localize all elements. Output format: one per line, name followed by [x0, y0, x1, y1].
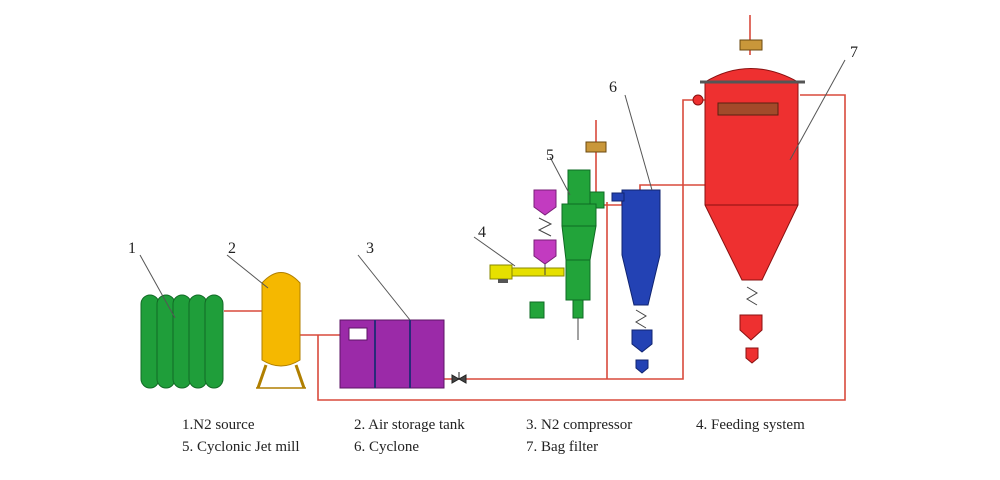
- legend-item-feeding-system: 4. Feeding system: [696, 417, 805, 433]
- legend-item-cyclone: 6. Cyclone: [354, 439, 419, 455]
- legend-item-n2-source: 1.N2 source: [182, 417, 255, 433]
- legend-item-n2-compressor: 3. N2 compressor: [526, 417, 633, 433]
- label-4: 4: [478, 224, 486, 241]
- jet-mill-vent-filter: [585, 141, 607, 153]
- n2-source-cylinders: [140, 294, 224, 389]
- label-5: 5: [546, 147, 554, 164]
- n2-compressor: [339, 319, 445, 389]
- air-storage-tank: [256, 272, 306, 389]
- cyclone: [611, 189, 661, 374]
- legend-item-cyclonic-jet-mill: 5. Cyclonic Jet mill: [182, 439, 300, 455]
- feeder-hoppers: [533, 189, 557, 275]
- legend-item-bag-filter: 7. Bag filter: [526, 439, 599, 455]
- label-3: 3: [366, 240, 374, 257]
- label-1: 1: [128, 240, 136, 257]
- pipes: [224, 15, 846, 401]
- valve-icon: [451, 372, 467, 384]
- legend-item-air-storage-tank: 2. Air storage tank: [354, 417, 465, 433]
- cyclonic-jet-mill: [529, 169, 605, 340]
- label-7: 7: [850, 44, 858, 61]
- bag-filter: [692, 39, 805, 364]
- leader-lines: [139, 59, 846, 321]
- feeding-system: [489, 264, 565, 283]
- label-6: 6: [609, 79, 617, 96]
- label-2: 2: [228, 240, 236, 257]
